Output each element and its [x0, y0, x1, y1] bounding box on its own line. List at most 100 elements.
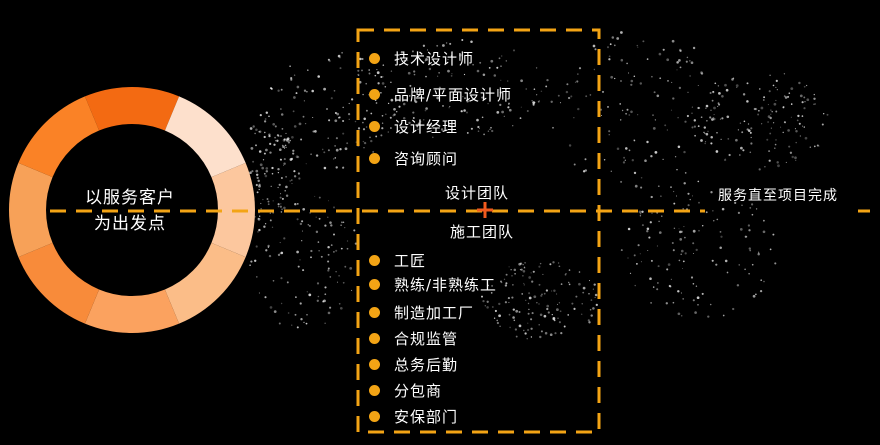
map-dot: [296, 250, 299, 254]
map-dot: [689, 75, 691, 77]
map-dot: [679, 66, 682, 69]
map-dot: [296, 218, 299, 221]
bullet-dot-icon: [369, 88, 380, 100]
list-item: 品牌/平面设计师: [369, 84, 512, 104]
map-dot: [363, 117, 366, 121]
map-dot: [619, 119, 622, 121]
map-dot: [692, 282, 695, 285]
map-dot: [796, 119, 799, 122]
map-dot: [546, 78, 549, 82]
map-dot: [689, 198, 691, 201]
map-dot: [262, 159, 265, 161]
ring-label-line2: 为出发点: [94, 214, 166, 234]
map-dot: [362, 93, 364, 96]
map-dot: [558, 302, 561, 304]
map-dot: [546, 307, 549, 311]
map-dot: [759, 289, 763, 293]
map-dot: [798, 122, 801, 125]
map-dot: [283, 206, 286, 210]
map-dot: [508, 301, 510, 304]
ring-segment: [18, 242, 100, 324]
map-dot: [311, 89, 314, 93]
map-dot: [783, 121, 786, 124]
map-dot: [634, 184, 638, 188]
map-dot: [705, 107, 707, 109]
map-dot: [276, 139, 279, 142]
map-dot: [706, 119, 708, 122]
map-dot: [584, 158, 587, 161]
map-dot: [267, 246, 270, 248]
map-dot: [686, 56, 689, 59]
map-dot: [299, 259, 301, 261]
map-dot: [710, 135, 713, 139]
map-dot: [652, 126, 656, 130]
map-dot: [717, 105, 719, 107]
map-dot: [528, 308, 530, 311]
map-dot: [315, 154, 319, 157]
map-dot: [407, 71, 411, 75]
map-dot: [499, 91, 502, 94]
map-dot: [335, 271, 337, 273]
map-dot: [508, 108, 512, 112]
map-dot: [520, 268, 523, 271]
map-dot: [784, 96, 788, 99]
map-dot: [630, 110, 633, 114]
map-dot: [525, 88, 527, 90]
map-dot: [302, 207, 306, 211]
map-dot: [333, 233, 335, 236]
map-dot: [265, 249, 268, 252]
map-dot: [488, 66, 491, 69]
map-dot: [264, 296, 267, 299]
map-dot: [736, 284, 740, 287]
map-dot: [285, 132, 287, 134]
map-dot: [251, 170, 254, 173]
map-dot: [324, 293, 327, 296]
map-dot: [668, 284, 671, 288]
map-dot: [774, 262, 777, 265]
map-dot: [794, 128, 796, 130]
map-dot: [577, 107, 580, 111]
map-dot: [774, 147, 776, 149]
bullet-dot-icon: [369, 52, 380, 64]
map-dot: [263, 225, 266, 228]
map-dot: [670, 186, 672, 188]
map-dot: [707, 130, 709, 133]
map-dot: [545, 85, 548, 88]
map-dot: [289, 139, 291, 142]
map-dot: [744, 235, 747, 238]
map-dot: [249, 127, 253, 130]
map-dot: [813, 145, 816, 148]
map-dot: [282, 145, 285, 149]
map-dot: [775, 110, 778, 113]
map-dot: [422, 44, 426, 47]
map-dot: [342, 281, 345, 284]
map-dot: [760, 106, 764, 110]
map-dot: [316, 299, 319, 302]
map-dot: [698, 107, 701, 109]
map-dot: [269, 151, 272, 154]
map-dot: [692, 229, 696, 233]
map-dot: [310, 153, 312, 156]
map-dot: [711, 99, 714, 102]
map-dot: [291, 179, 293, 181]
map-dot: [314, 130, 317, 133]
map-dot: [318, 250, 320, 252]
map-dot: [339, 148, 342, 151]
map-dot: [272, 200, 274, 202]
map-dot: [305, 163, 307, 165]
map-dot: [742, 93, 746, 96]
world-map-dots: [249, 31, 829, 340]
map-dot: [667, 263, 671, 266]
map-dot: [280, 251, 284, 255]
map-dot: [650, 301, 653, 304]
map-dot: [304, 122, 307, 125]
map-dot: [538, 100, 540, 102]
map-dot: [301, 220, 304, 223]
map-dot: [330, 224, 333, 227]
map-dot: [511, 296, 514, 299]
map-dot: [823, 113, 825, 115]
map-dot: [252, 160, 255, 163]
map-dot: [798, 81, 801, 85]
map-dot: [292, 149, 295, 152]
map-dot: [302, 115, 305, 118]
